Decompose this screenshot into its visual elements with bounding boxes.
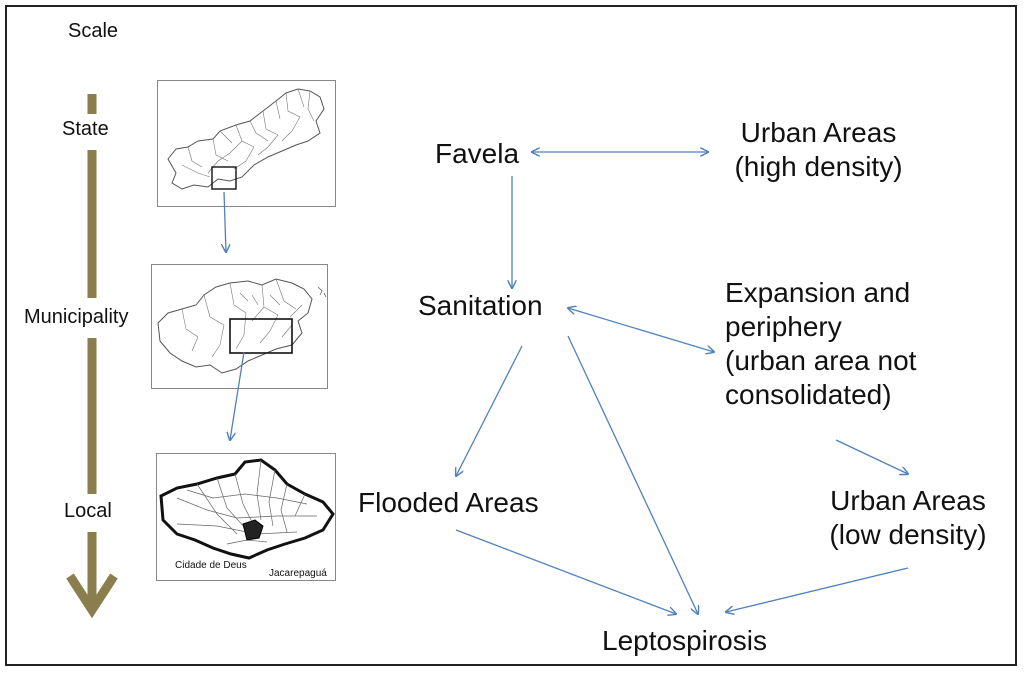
local-map-outline: [159, 458, 335, 560]
expansion-urban-low-arrow: [835, 439, 908, 474]
local-map: Cidade de Deus Jacarepaguá: [156, 453, 336, 581]
local-map-caption-left: Cidade de Deus: [175, 560, 247, 571]
municipality-to-local-arrow: [230, 351, 245, 440]
scale-level-municipality: Municipality: [24, 306, 129, 328]
node-sanitation: Sanitation: [418, 290, 543, 321]
state-map: [157, 80, 336, 207]
scale-level-local: Local: [64, 500, 112, 522]
scale-axis: [66, 94, 118, 619]
scale-level-state: State: [62, 118, 109, 140]
scale-title: Scale: [68, 20, 119, 42]
node-urban-low-density-line2: (low density): [829, 519, 987, 550]
flooded-leptospirosis-arrow: [455, 529, 676, 614]
node-favela: Favela: [435, 138, 520, 169]
sanitation-expansion-arrow: [568, 308, 714, 352]
node-urban-high-density-line1: Urban Areas: [740, 117, 897, 148]
state-zoom-box: [211, 166, 237, 190]
sanitation-leptospirosis-arrow: [567, 335, 698, 614]
node-urban-low-density-line1: Urban Areas: [830, 485, 986, 516]
municipality-map-outline: [157, 278, 327, 374]
node-expansion-line3: (urban area not: [725, 345, 917, 376]
cidade-de-deus-area: [242, 519, 264, 541]
state-map-outline: [167, 88, 325, 190]
sanitation-flooded-arrow: [456, 345, 523, 476]
node-expansion-periphery: Expansion and periphery (urban area not …: [725, 276, 916, 412]
municipality-zoom-box: [229, 318, 293, 354]
node-expansion-line4: consolidated): [725, 379, 892, 410]
node-expansion-line1: Expansion and: [725, 277, 911, 308]
node-flooded-areas: Flooded Areas: [358, 487, 539, 518]
node-urban-low-density: Urban Areas (low density): [808, 484, 1008, 552]
node-urban-high-density: Urban Areas (high density): [716, 116, 921, 184]
state-to-municipality-arrow: [224, 191, 226, 252]
urban-low-leptospirosis-arrow: [726, 567, 909, 612]
scale-axis-arrowhead: [66, 573, 118, 619]
municipality-map: [151, 264, 328, 389]
local-map-caption-right: Jacarepaguá: [269, 568, 327, 579]
node-leptospirosis: Leptospirosis: [602, 625, 767, 656]
node-urban-high-density-line2: (high density): [734, 151, 903, 182]
node-expansion-line2: periphery: [725, 311, 842, 342]
